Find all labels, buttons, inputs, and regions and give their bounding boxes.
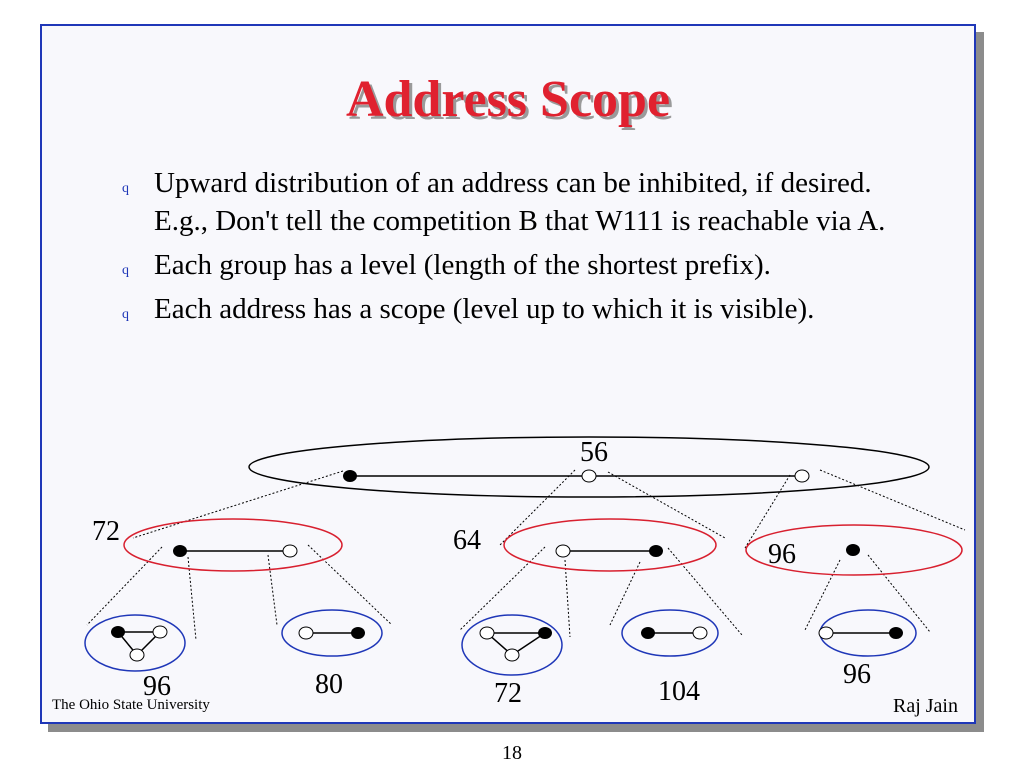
bullet-text: Each address has a scope (level up to wh…: [154, 293, 815, 325]
filled-node: [351, 627, 365, 639]
hollow-node: [692, 626, 708, 640]
hollow-node: [129, 648, 145, 662]
filled-node: [641, 627, 655, 639]
filled-node: [343, 470, 357, 482]
left-group-ellipse: [123, 518, 343, 572]
filled-node: [538, 627, 552, 639]
hollow-node: [152, 625, 168, 639]
filled-node: [846, 544, 860, 556]
filled-node: [173, 545, 187, 557]
connector-lines: [86, 469, 966, 641]
filled-node: [111, 626, 125, 638]
leaf-group-ellipse: [84, 614, 186, 672]
label-leaf-4: 104: [658, 676, 700, 707]
leaf-group-ellipse: [461, 614, 563, 676]
hollow-node: [282, 544, 298, 558]
label-left-group: 72: [92, 516, 120, 547]
hollow-node: [555, 544, 571, 558]
bullet-marker-icon: q: [122, 307, 129, 322]
hollow-node: [794, 469, 810, 483]
bullet-item: q Each group has a level (length of the …: [82, 246, 962, 284]
slide: Address Scope q Upward distribution of a…: [40, 24, 976, 724]
leaf-group-ellipse: [281, 609, 383, 657]
middle-group-ellipse: [503, 518, 717, 572]
bullet-text-continued: E.g., Don't tell the competition B that …: [154, 205, 886, 237]
filled-node: [649, 545, 663, 557]
label-leaf-3: 72: [494, 678, 522, 709]
slide-title: Address Scope: [345, 71, 671, 128]
bullet-item: q Upward distribution of an address can …: [82, 164, 962, 240]
hollow-node: [818, 626, 834, 640]
hollow-node: [479, 626, 495, 640]
bullet-list: q Upward distribution of an address can …: [82, 164, 962, 334]
label-leaf-1: 96: [143, 671, 171, 702]
bullet-text: Each group has a level (length of the sh…: [154, 249, 771, 281]
label-middle-group: 64: [453, 525, 481, 556]
top-group-ellipse: [248, 436, 930, 498]
footer-university: The Ohio State University: [52, 697, 210, 713]
hollow-node: [504, 648, 520, 662]
hollow-node: [298, 626, 314, 640]
label-leaf-2: 80: [315, 669, 343, 700]
bullet-text: Upward distribution of an address can be…: [154, 167, 872, 199]
label-top-level: 56: [580, 437, 608, 468]
right-group-ellipse: [745, 524, 963, 576]
filled-node: [889, 627, 903, 639]
bullet-marker-icon: q: [122, 181, 129, 196]
label-leaf-5: 96: [843, 659, 871, 690]
leaf-group-ellipse: [621, 609, 719, 657]
bullet-marker-icon: q: [122, 263, 129, 278]
footer-author: Raj Jain: [893, 695, 958, 717]
hollow-node: [581, 469, 597, 483]
page-number: 18: [502, 742, 522, 764]
bullet-item: q Each address has a scope (level up to …: [82, 290, 962, 328]
label-right-group: 96: [768, 539, 796, 570]
